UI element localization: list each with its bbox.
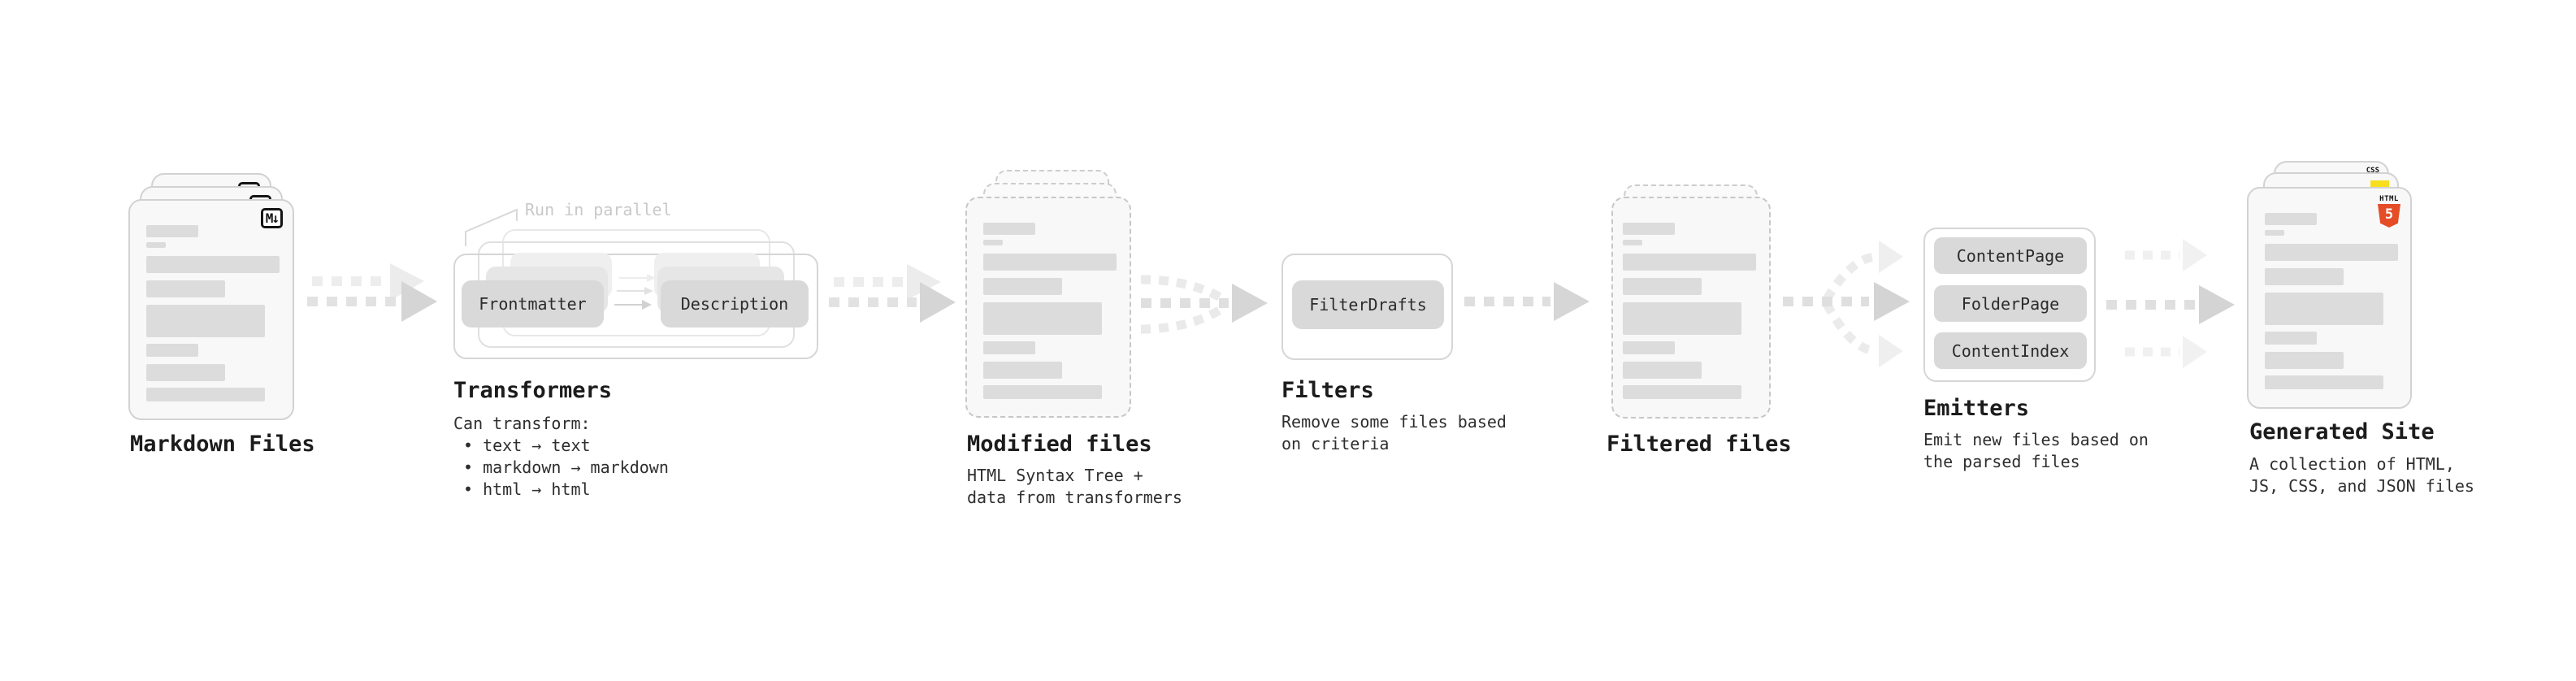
text-line-placeholder: [146, 305, 265, 337]
modified-files-caption: HTML Syntax Tree + data from transformer…: [967, 465, 1182, 509]
folderpage-node: FolderPage: [1934, 285, 2087, 322]
arrow-emitters-to-generated: [2106, 239, 2235, 368]
filters-caption: Remove some files based on criteria: [1281, 411, 1507, 455]
stage-title-filtered-files: Filtered files: [1607, 432, 1792, 457]
text-line-placeholder: [1623, 385, 1741, 399]
caption-line: HTML Syntax Tree +: [967, 466, 1143, 485]
text-line-placeholder: [146, 344, 198, 357]
text-line-placeholder: [1623, 254, 1756, 271]
stage-title-emitters: Emitters: [1923, 396, 2030, 421]
text-line-placeholder: [983, 278, 1062, 295]
text-line-placeholder: [1623, 240, 1642, 245]
modified-file-card: [965, 197, 1131, 418]
text-line-placeholder: [2265, 244, 2398, 261]
caption-bullet: • html → html: [463, 479, 591, 499]
text-line-placeholder: [2265, 375, 2383, 389]
text-line-placeholder: [1623, 278, 1702, 295]
text-line-placeholder: [983, 240, 1003, 245]
text-line-placeholder: [2265, 230, 2284, 236]
caption-bullet: • markdown → markdown: [463, 458, 669, 477]
html5-icon: HTML 5: [2378, 195, 2400, 228]
stage-title-filters: Filters: [1281, 378, 1374, 403]
run-in-parallel-label: Run in parallel: [525, 200, 672, 219]
markdown-file-card-front: M↓: [128, 199, 294, 420]
document-text-placeholder: [146, 225, 280, 401]
emitters-container: [1923, 228, 2096, 382]
caption-line: Emit new files based on: [1923, 430, 2149, 449]
transformers-caption: Can transform: • text → text • markdown …: [453, 413, 669, 501]
document-text-placeholder: [1623, 223, 1756, 399]
caption-line: Can transform:: [453, 414, 591, 433]
contentindex-node: ContentIndex: [1934, 332, 2087, 369]
text-line-placeholder: [146, 388, 265, 401]
document-text-placeholder: [2265, 213, 2398, 389]
caption-line: JS, CSS, and JSON files: [2249, 476, 2474, 496]
markdown-icon: M↓: [260, 208, 283, 228]
filtered-file-card: [1611, 197, 1771, 419]
text-line-placeholder: [983, 341, 1035, 354]
text-line-placeholder: [983, 302, 1102, 335]
text-line-placeholder: [2265, 352, 2344, 369]
text-line-placeholder: [146, 364, 225, 381]
arrow-filters-to-filtered: [1464, 282, 1589, 321]
generated-file-card-html: HTML 5: [2247, 187, 2412, 409]
stage-title-generated-site: Generated Site: [2249, 419, 2435, 445]
stage-title-modified-files: Modified files: [967, 432, 1152, 457]
arrow-modified-to-filters: [1140, 275, 1268, 334]
document-text-placeholder: [983, 223, 1117, 399]
stage-title-transformers: Transformers: [453, 378, 613, 403]
caption-line: the parsed files: [1923, 452, 2080, 471]
text-line-placeholder: [1623, 302, 1741, 335]
caption-line: A collection of HTML,: [2249, 454, 2455, 474]
text-line-placeholder: [2265, 268, 2344, 285]
transformer-layer-front: [453, 254, 818, 359]
text-line-placeholder: [2265, 332, 2317, 345]
text-line-placeholder: [146, 225, 198, 237]
stage-title-markdown-files: Markdown Files: [130, 432, 315, 457]
text-line-placeholder: [983, 385, 1102, 399]
text-line-placeholder: [983, 223, 1035, 235]
frontmatter-node: Frontmatter: [462, 280, 604, 327]
caption-line: Remove some files based: [1281, 412, 1507, 432]
arrow-transformers-to-modified: [829, 264, 956, 323]
text-line-placeholder: [1623, 362, 1702, 379]
text-line-placeholder: [146, 242, 166, 248]
text-line-placeholder: [146, 280, 225, 297]
filters-container: [1281, 254, 1453, 360]
caption-bullet: • text → text: [463, 436, 591, 455]
filterdrafts-node: FilterDrafts: [1292, 280, 1444, 329]
text-line-placeholder: [1623, 223, 1675, 235]
text-line-placeholder: [146, 256, 280, 273]
description-node: Description: [661, 280, 809, 327]
text-line-placeholder: [983, 362, 1062, 379]
arrow-filtered-to-emitters: [1783, 241, 1910, 367]
caption-line: on criteria: [1281, 434, 1390, 453]
text-line-placeholder: [2265, 293, 2383, 325]
generated-site-caption: A collection of HTML, JS, CSS, and JSON …: [2249, 453, 2474, 497]
emitters-caption: Emit new files based on the parsed files: [1923, 429, 2149, 473]
html5-icon-word: HTML: [2379, 195, 2399, 203]
contentpage-node: ContentPage: [1934, 237, 2087, 274]
text-line-placeholder: [2265, 213, 2317, 225]
arrow-markdown-to-transformers: [307, 263, 437, 322]
text-line-placeholder: [1623, 341, 1675, 354]
html5-icon-shield: 5: [2378, 204, 2400, 228]
caption-line: data from transformers: [967, 488, 1182, 507]
text-line-placeholder: [983, 254, 1117, 271]
